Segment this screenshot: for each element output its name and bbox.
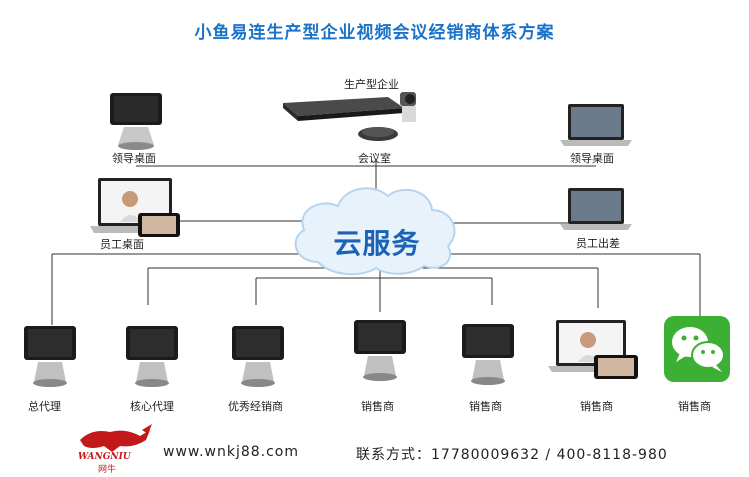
contact-text: 联系方式：17780009632 / 400-8118-980 [356, 447, 668, 463]
terminal-icon-2 [126, 326, 178, 387]
terminal-icon-4 [354, 320, 406, 381]
page-title: 小鱼易连生产型企业视频会议经销商体系方案 [194, 23, 555, 43]
meeting-room-label: 会议室 [358, 152, 391, 165]
staff-desk-label: 员工桌面 [100, 238, 144, 251]
node-label-2: 核心代理 [130, 400, 174, 413]
node-label-7: 销售商 [678, 400, 711, 413]
leader-desk-right-laptop-icon [560, 104, 632, 146]
leader-desk-left-label: 领导桌面 [112, 152, 156, 165]
leader-desk-right-label: 领导桌面 [570, 152, 614, 165]
staff-travel-laptop-icon [560, 188, 632, 230]
website-text: www.wnkj88.com [163, 444, 300, 460]
wangniu-bull-logo-icon [80, 424, 152, 452]
staff-desk-laptop-icon [90, 178, 180, 237]
logo-chinese-text: 网牛 [98, 465, 117, 475]
node-label-6: 销售商 [580, 400, 613, 413]
terminal-icon-1 [24, 326, 76, 387]
node-label-1: 总代理 [28, 400, 61, 413]
terminal-icon-3 [232, 326, 284, 387]
node-label-5: 销售商 [469, 400, 502, 413]
wechat-icon [664, 316, 730, 382]
enterprise-label: 生产型企业 [344, 78, 399, 91]
node-label-4: 销售商 [361, 400, 394, 413]
staff-travel-label: 员工出差 [576, 237, 620, 250]
logo-wordmark: WANGNIU [78, 452, 131, 462]
cloud-service-label: 云服务 [333, 227, 421, 260]
enterprise-hardware-icon [283, 92, 416, 141]
cloud-icon [294, 187, 456, 276]
leader-desk-left-terminal-icon [110, 93, 162, 150]
node-label-3: 优秀经销商 [228, 400, 283, 413]
sales-laptop-icon [548, 320, 638, 379]
terminal-icon-5 [462, 324, 514, 385]
